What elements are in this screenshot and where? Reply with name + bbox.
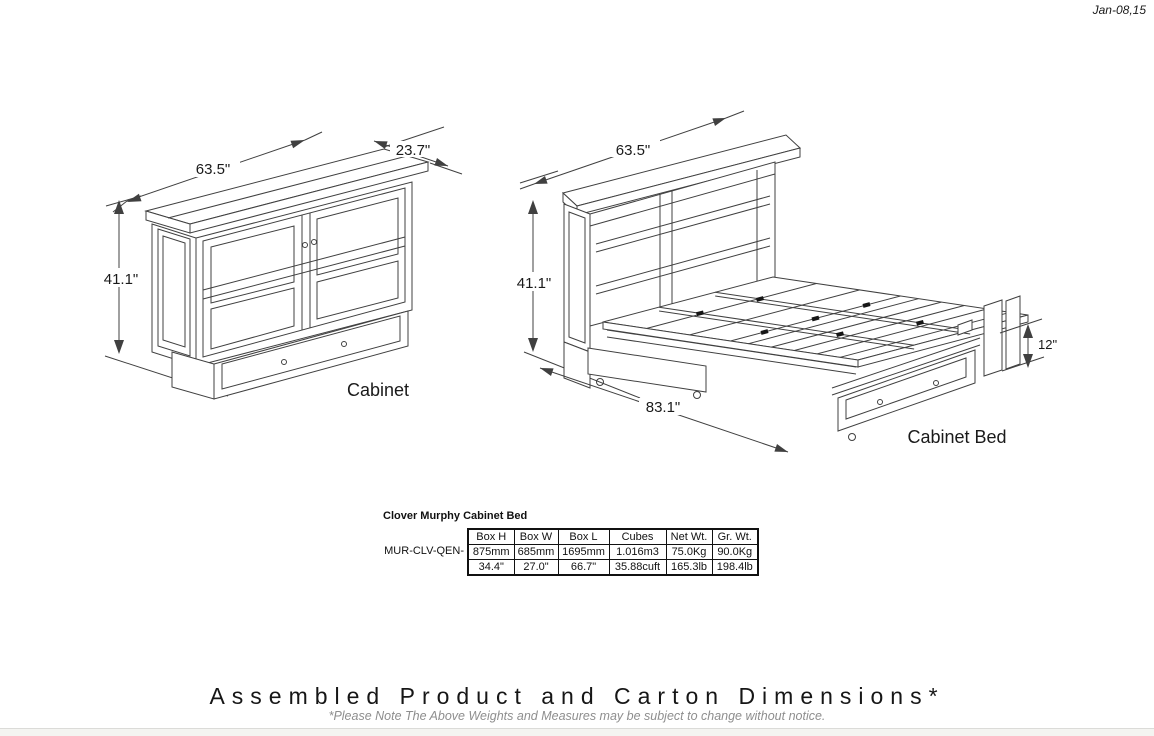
cell: 875mm <box>467 544 515 560</box>
dim-cabinet-width: 63.5" <box>112 131 323 213</box>
drawer-knob <box>933 380 939 386</box>
spec-table-block: Clover Murphy Cabinet Bed MUR-CLV-QEN- B… <box>383 510 759 576</box>
table-row-imperial: 34.4" 27.0" 66.7" 35.88cuft 165.3lb 198.… <box>467 559 759 576</box>
header-gr-wt: Gr. Wt. <box>711 528 759 545</box>
caster-wheel <box>596 378 604 386</box>
cell: 165.3lb <box>665 559 713 576</box>
cell: 1695mm <box>557 544 610 560</box>
dim-drawer-height: 12" <box>999 318 1057 372</box>
header-box-l: Box L <box>557 528 610 545</box>
dim-cabinet-height: 41.1" <box>99 195 143 354</box>
dim-bed-width-label: 63.5" <box>616 142 651 159</box>
cell: 66.7" <box>557 559 610 576</box>
footnote: *Please Note The Above Weights and Measu… <box>328 709 826 723</box>
cabinet-label: Cabinet <box>347 380 409 400</box>
dim-drawer-height-label: 12" <box>1038 337 1057 352</box>
door-knob <box>311 239 317 245</box>
door-knob <box>302 242 308 248</box>
spec-row-label: MUR-CLV-QEN- <box>384 545 464 557</box>
cell: 75.0Kg <box>665 544 713 560</box>
footer-bar <box>0 728 1154 736</box>
header-cubes: Cubes <box>608 528 667 545</box>
header-box-w: Box W <box>513 528 559 545</box>
carton-dimensions-table: Box H Box W Box L Cubes Net Wt. Gr. Wt. … <box>467 528 759 576</box>
caster-wheel <box>693 391 701 399</box>
cell: 27.0" <box>513 559 559 576</box>
spec-table-title: Clover Murphy Cabinet Bed <box>383 510 528 522</box>
dim-bed-height-label: 41.1" <box>517 275 552 292</box>
header-box-h: Box H <box>467 528 515 545</box>
cabinet-bed-drawing: 63.5" 41.1" 83.1" <box>511 110 1057 453</box>
table-header-row: Box H Box W Box L Cubes Net Wt. Gr. Wt. <box>467 528 759 545</box>
dim-cabinet-depth: 23.7" <box>373 126 463 175</box>
drawer-knob <box>877 399 883 405</box>
dim-cabinet-depth-label: 23.7" <box>396 142 431 159</box>
cell: 34.4" <box>467 559 515 576</box>
drawer-knob <box>281 359 287 365</box>
table-row-metric: 875mm 685mm 1695mm 1.016m3 75.0Kg 90.0Kg <box>467 544 759 560</box>
header-net-wt: Net Wt. <box>665 528 713 545</box>
cabinet-bed-label: Cabinet Bed <box>907 427 1006 447</box>
dim-cabinet-width-label: 63.5" <box>196 161 231 178</box>
cabinet-drawing: 63.5" 23.7" 41.1" Cabinet <box>99 126 463 400</box>
dim-bed-width: 63.5" <box>519 110 745 190</box>
dim-bed-length-label: 83.1" <box>646 399 681 416</box>
date-label: Jan-08,15 <box>1092 3 1146 17</box>
dim-bed-length: 83.1" <box>539 367 789 453</box>
dim-bed-height: 41.1" <box>511 170 559 352</box>
cell: 90.0Kg <box>711 544 759 560</box>
cell: 35.88cuft <box>608 559 667 576</box>
dim-cabinet-height-label: 41.1" <box>104 271 139 288</box>
cell: 685mm <box>513 544 559 560</box>
drawer-knob <box>341 341 347 347</box>
cell: 1.016m3 <box>608 544 667 560</box>
page-title: Assembled Product and Carton Dimensions* <box>209 683 945 709</box>
caster-wheel <box>848 433 856 441</box>
cell: 198.4lb <box>711 559 759 576</box>
